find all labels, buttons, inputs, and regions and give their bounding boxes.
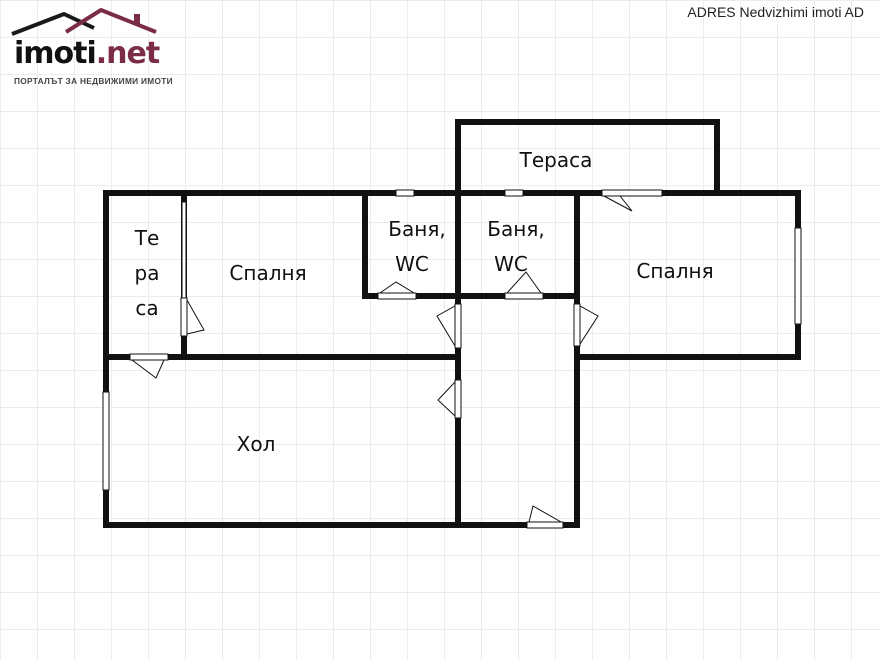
label-bath1-line1: Баня, — [388, 217, 445, 241]
door-opening-terrace — [601, 189, 663, 197]
door-opening-left-terrace — [129, 353, 169, 361]
label-bedroom-right: Спалня — [636, 259, 713, 283]
vent-bath2 — [504, 189, 524, 197]
label-terrace-top: Тераса — [519, 148, 593, 172]
label-terrace-left-3: са — [135, 296, 158, 320]
door-opening-bedroom-left — [454, 303, 462, 349]
label-hall: Хол — [237, 432, 276, 456]
windows — [102, 189, 802, 491]
doors — [129, 189, 663, 529]
window-bedroom-right — [794, 227, 802, 325]
door-opening-bedroom-right — [573, 303, 581, 347]
vent-bath1 — [395, 189, 415, 197]
label-bath2-line2: WC — [494, 252, 528, 276]
door-opening-bath1 — [377, 292, 417, 300]
imoti-logo: imoti.net ПОРТАЛЪТ ЗА НЕДВИЖИМИ ИМОТИ — [6, 6, 173, 86]
agency-watermark: ADRES Nedvizhimi imoti AD — [687, 4, 864, 20]
door-opening-entrance — [526, 521, 564, 529]
window-terrace-left — [181, 201, 187, 299]
label-terrace-left-1: Те — [134, 226, 160, 250]
logo-wordmark: imoti.net — [14, 36, 160, 71]
door-opening-bath2 — [504, 292, 544, 300]
label-bath1-line2: WC — [395, 252, 429, 276]
label-bedroom-left: Спалня — [229, 261, 306, 285]
house-roof-icon — [11, 8, 157, 36]
label-terrace-left-2: ра — [135, 261, 160, 285]
label-bath2-line1: Баня, — [487, 217, 544, 241]
door-opening-terrace-bedroom — [180, 297, 188, 337]
door-opening-hall — [454, 379, 462, 419]
window-hall — [102, 391, 110, 491]
room-labels: Тераса Те ра са Спалня Баня, WC Баня, WC… — [134, 148, 714, 456]
logo-tagline: ПОРТАЛЪТ ЗА НЕДВИЖИМИ ИМОТИ — [14, 76, 173, 86]
